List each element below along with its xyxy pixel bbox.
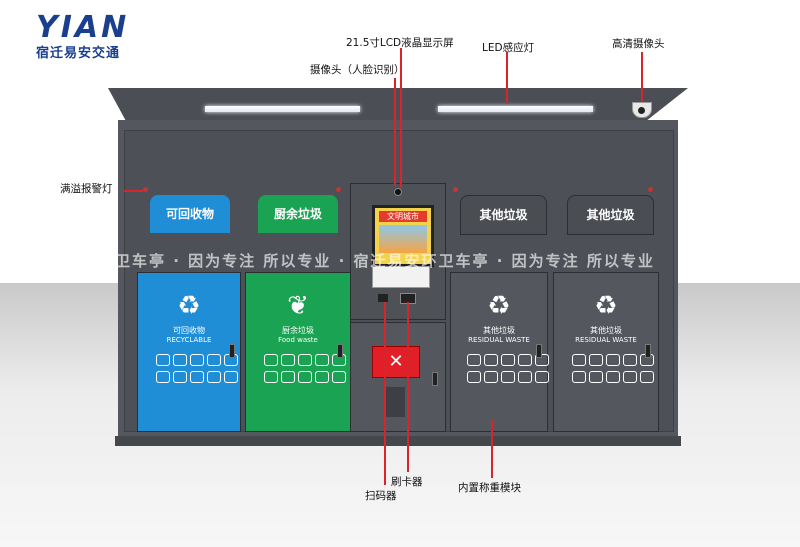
label-weighing-module: 内置称重模块 — [458, 482, 521, 494]
center-door-handle[interactable] — [432, 372, 438, 386]
hd-camera-pointer-line — [641, 52, 643, 102]
waste-icons-other-2 — [572, 354, 658, 383]
door-other-2-label-en: RESIDUAL WASTE — [575, 336, 637, 344]
cross-icon: ✕ — [388, 351, 404, 372]
door-other-1[interactable]: ♻ 其他垃圾 RESIDUAL WASTE — [450, 272, 549, 432]
door-recyclable-label-en: RECYCLABLE — [166, 336, 212, 344]
label-led: LED感应灯 — [482, 42, 535, 54]
waste-icons-kitchen — [264, 354, 350, 383]
door-kitchen-label-en: Food waste — [278, 336, 318, 344]
door-other-2-label: 其他垃圾 — [590, 326, 622, 335]
label-face-camera: 摄像头（人脸识别） — [310, 64, 405, 76]
door-other-1-handle[interactable] — [536, 344, 542, 358]
door-recyclable-handle[interactable] — [229, 344, 235, 358]
hd-camera-icon — [632, 102, 652, 118]
door-other-1-label-en: RESIDUAL WASTE — [468, 336, 530, 344]
alarm-pointer-line — [124, 190, 143, 192]
card-reader-pointer-line — [407, 302, 409, 472]
lid-recyclable[interactable]: 可回收物 — [150, 195, 230, 233]
lid-other-1[interactable]: 其他垃圾 — [460, 195, 547, 235]
lcd-screen[interactable]: 文明城市 — [372, 205, 434, 267]
label-lcd: 21.5寸LCD液晶显示屏 — [346, 37, 454, 49]
label-card-reader: 刷卡器 — [391, 476, 423, 488]
weighing-pointer-line — [491, 420, 493, 478]
lid-kitchen[interactable]: 厨余垃圾 — [258, 195, 338, 233]
overflow-alarm-light-2 — [336, 187, 341, 192]
waste-icons-recyclable — [156, 354, 240, 383]
door-recyclable[interactable]: ♻ 可回收物 RECYCLABLE — [137, 272, 241, 432]
screen-city-image — [379, 225, 427, 253]
small-device-panel — [385, 387, 405, 417]
overflow-alarm-light-3 — [453, 187, 458, 192]
info-panel — [372, 266, 430, 288]
watermark-text: 宿迁易安环卫车亭 · 因为专注 所以专业 · 宿迁易安环卫车亭 · 因为专注 所… — [30, 252, 655, 270]
screen-title: 文明城市 — [379, 211, 427, 222]
label-overflow-alarm: 满溢报警灯 — [60, 183, 113, 195]
logo-wordmark: YIAN — [36, 10, 130, 45]
led-light-bar-left — [205, 106, 360, 112]
door-other-1-label: 其他垃圾 — [483, 326, 515, 335]
door-recyclable-label: 可回收物 — [173, 326, 205, 335]
recycle-icon: ♻ — [177, 291, 201, 321]
cabinet-roof — [108, 88, 688, 120]
label-scanner: 扫码器 — [365, 490, 397, 502]
door-other-2[interactable]: ♻ 其他垃圾 RESIDUAL WASTE — [553, 272, 659, 432]
led-light-bar-right — [438, 106, 593, 112]
door-other-2-handle[interactable] — [645, 344, 651, 358]
door-kitchen-label: 厨余垃圾 — [282, 326, 314, 335]
waste-icons-other-1 — [467, 354, 549, 383]
label-hd-camera: 高清摄像头 — [612, 38, 665, 50]
overflow-alarm-light-1 — [143, 187, 148, 192]
recycle-icon: ♻ — [594, 291, 618, 321]
door-kitchen-handle[interactable] — [337, 344, 343, 358]
led-pointer-line — [506, 52, 508, 104]
scanner-icon — [378, 294, 388, 302]
face-camera-pointer-line — [394, 78, 396, 186]
food-waste-icon: ❦ — [287, 291, 309, 321]
face-camera-icon — [394, 188, 402, 196]
scanner-pointer-line — [384, 302, 386, 485]
logo-company-name: 宿迁易安交通 — [36, 46, 121, 61]
red-warning-plate: ✕ — [372, 346, 420, 378]
lcd-pointer-line — [400, 48, 402, 188]
door-kitchen[interactable]: ❦ 厨余垃圾 Food waste — [245, 272, 351, 432]
recycle-icon: ♻ — [487, 291, 511, 321]
lid-other-2[interactable]: 其他垃圾 — [567, 195, 654, 235]
overflow-alarm-light-4 — [648, 187, 653, 192]
cabinet-base — [115, 436, 681, 446]
